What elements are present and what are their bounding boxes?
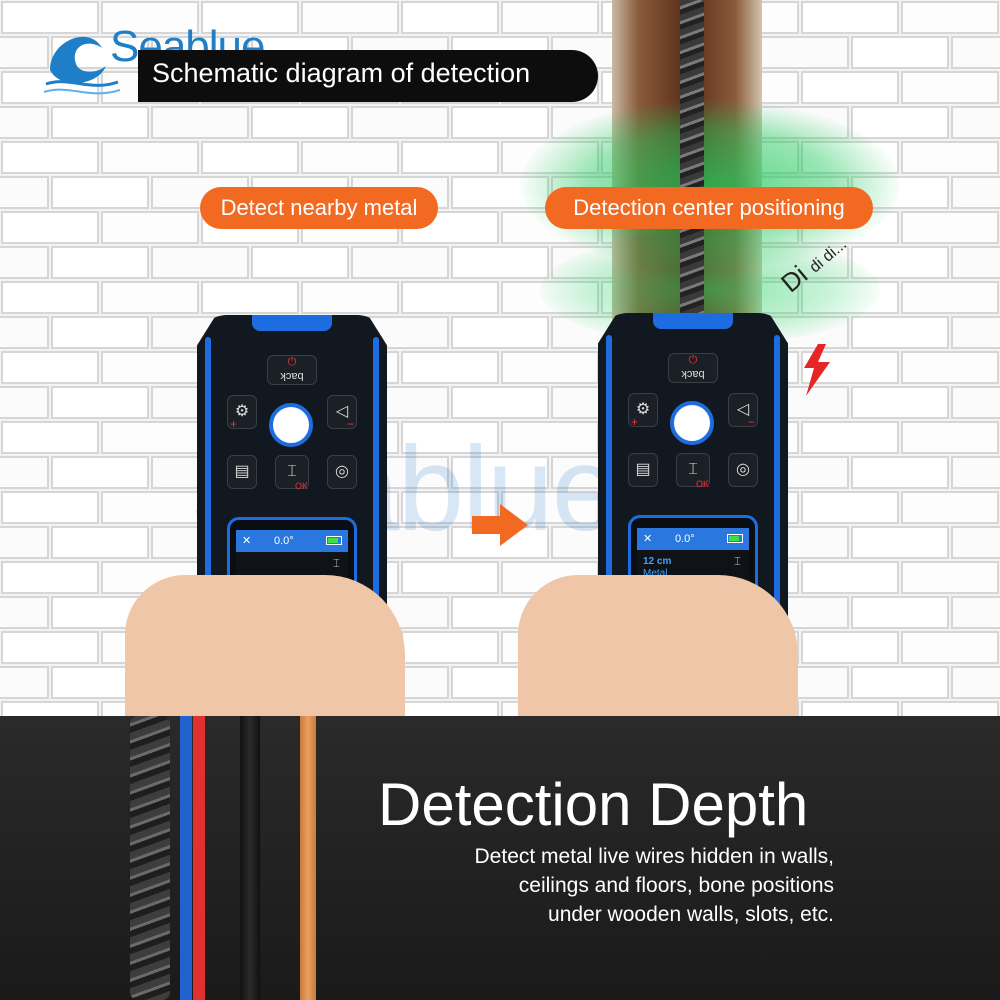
depth-readout: 12 cm — [643, 556, 672, 567]
gear-icon: ⚙ — [234, 403, 250, 420]
device-rail — [373, 337, 379, 677]
settings-plus-button[interactable]: ⚙ + — [227, 395, 257, 431]
metal-ok-button[interactable]: ⌶ OK — [275, 455, 309, 491]
black-wire — [240, 716, 260, 1000]
hand-left — [125, 575, 405, 725]
sensor-light — [269, 403, 313, 447]
ok-label: OK — [695, 479, 709, 489]
material-type-readout: Metal — [643, 568, 668, 579]
screen-status-bar: ✕ 0.0° — [236, 530, 348, 552]
gear-icon: ⚙ — [635, 401, 651, 418]
description-line: Detect metal live wires hidden in walls, — [474, 845, 834, 868]
metal-beam-icon: ⌶ — [332, 556, 340, 570]
metal-beam-icon: ⌶ — [287, 463, 297, 480]
angle-readout: 0.0° — [675, 533, 695, 545]
description-line: under wooden walls, slots, etc. — [548, 903, 834, 926]
plus-mark: + — [631, 415, 639, 429]
power-icon: ⏻ — [688, 354, 698, 366]
minus-mark: − — [747, 415, 755, 429]
label-detect-nearby-metal: Detect nearby metal — [200, 187, 438, 229]
device-rail — [774, 335, 780, 675]
wood-icon: ▤ — [234, 463, 250, 480]
page-title: Schematic diagram of detection — [152, 58, 531, 88]
blue-wire — [180, 716, 192, 1000]
back-power-button[interactable]: ⏻ back — [668, 353, 718, 383]
magnet-mode-button[interactable]: ◎ — [728, 453, 758, 487]
ok-label: OK — [294, 481, 308, 491]
rebar-in-wall — [680, 0, 704, 340]
back-label: back — [681, 368, 705, 380]
minus-mark: − — [346, 417, 354, 431]
wood-mode-button[interactable]: ▤ — [628, 453, 658, 487]
device-top-cap — [653, 313, 733, 329]
rebar-bar — [130, 716, 170, 1000]
mute-icon: ✕ — [643, 533, 653, 545]
device-top-cap — [252, 315, 332, 331]
speaker-icon: ◁ — [736, 401, 750, 418]
red-wire — [193, 716, 205, 1000]
magnet-mode-button[interactable]: ◎ — [327, 455, 357, 489]
plus-mark: + — [230, 417, 238, 431]
speaker-icon: ◁ — [335, 403, 349, 420]
mute-icon: ✕ — [242, 535, 252, 547]
magnet-icon: ◎ — [335, 463, 349, 480]
magnet-icon: ◎ — [736, 461, 750, 478]
arrow-right-icon — [472, 504, 528, 546]
metal-ok-button[interactable]: ⌶ OK — [676, 453, 710, 489]
power-icon: ⏻ — [287, 356, 297, 368]
label-detection-center: Detection center positioning — [545, 187, 873, 229]
back-label: back — [280, 370, 304, 382]
wood-mode-button[interactable]: ▤ — [227, 455, 257, 489]
description-line: ceilings and floors, bone positions — [518, 874, 834, 897]
lightning-icon — [804, 344, 830, 396]
volume-minus-button[interactable]: ◁ − — [728, 393, 758, 429]
settings-plus-button[interactable]: ⚙ + — [628, 393, 658, 429]
volume-minus-button[interactable]: ◁ − — [327, 395, 357, 431]
metal-beam-icon: ⌶ — [688, 461, 698, 478]
sensor-light — [670, 401, 714, 445]
device-rail — [205, 337, 211, 677]
wood-icon: ▤ — [635, 461, 651, 478]
wave-logo-icon — [43, 36, 120, 95]
title-banner — [138, 50, 598, 102]
screen-status-bar: ✕ 0.0° — [637, 528, 749, 550]
angle-readout: 0.0° — [274, 535, 294, 547]
back-power-button[interactable]: ⏻ back — [267, 355, 317, 385]
battery-icon — [326, 536, 342, 545]
metal-beam-icon: ⌶ — [733, 554, 741, 568]
section-heading: Detection Depth — [378, 771, 809, 838]
section-description: Detect metal live wires hidden in walls,… — [364, 842, 834, 929]
copper-wire — [300, 716, 316, 1000]
hand-right — [518, 575, 798, 725]
battery-icon — [727, 534, 743, 543]
device-rail — [606, 335, 612, 675]
